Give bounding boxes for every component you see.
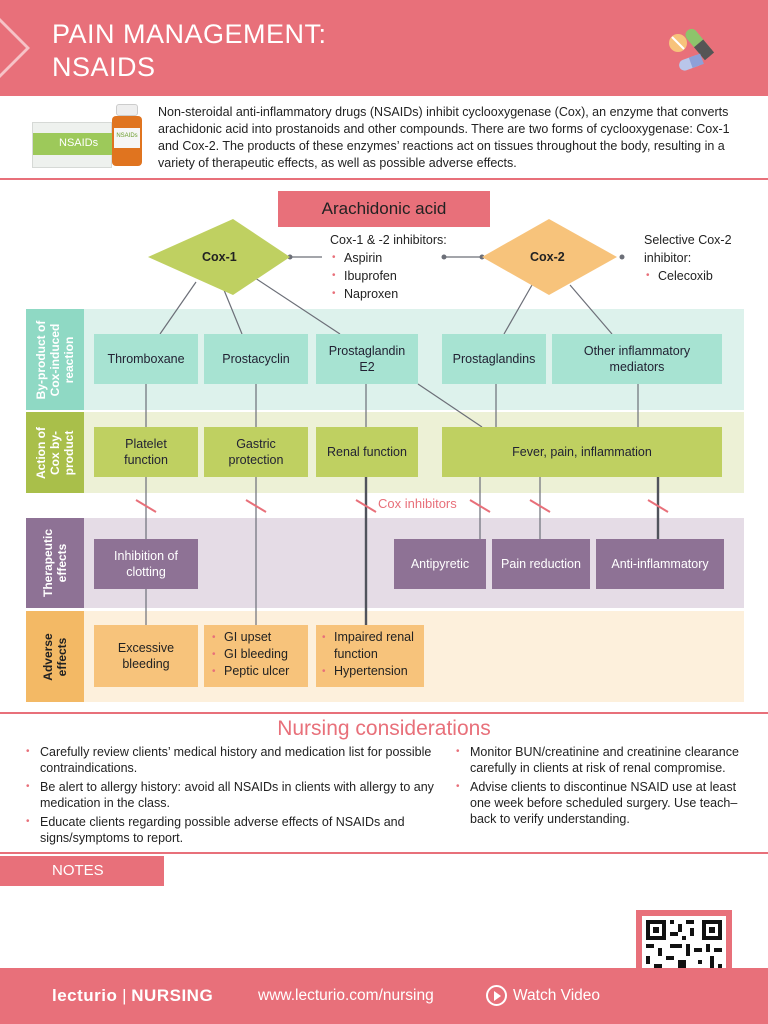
intro-section: NSAIDs NSAIDs Non-steroidal anti-inflamm… — [0, 96, 768, 180]
pills-icon — [669, 28, 715, 71]
nonselective-inhibitors-title: Cox-1 & -2 inhibitors: — [330, 233, 447, 247]
brand-section: NURSING — [131, 986, 214, 1005]
watch-video-button[interactable]: Watch Video — [486, 985, 600, 1006]
row-label-adverse-text: Adverse effects — [41, 632, 69, 681]
row-label-byproduct-text: By-product of Cox-induced reaction — [34, 320, 76, 399]
nursing-list-right: Monitor BUN/creatinine and creatinine cl… — [456, 744, 756, 830]
cox-inhibitors-label: Cox inhibitors — [376, 496, 459, 511]
box-label: NSAIDs — [59, 137, 99, 149]
page-footer: lecturio | NURSING www.lecturio.com/nurs… — [0, 968, 768, 1024]
nonselective-inhibitors: Cox-1 & -2 inhibitors: Aspirin Ibuprofen… — [330, 231, 447, 303]
row-label-adverse: Adverse effects — [26, 611, 84, 702]
pill-bottle-image: NSAIDs — [112, 104, 142, 166]
adverse-item: Peptic ulcer — [212, 663, 300, 680]
inhibitor-item: Aspirin — [330, 249, 447, 267]
adverse-item: Impaired renal function — [322, 629, 416, 663]
nsaids-box-image: NSAIDs — [32, 122, 113, 168]
node-renal-function: Renal function — [316, 427, 418, 477]
header-chevron-inner — [0, 22, 26, 74]
inhibitor-item: Ibuprofen — [330, 267, 447, 285]
node-fever-pain-inflammation: Fever, pain, inflammation — [442, 427, 722, 477]
node-pain-reduction: Pain reduction — [492, 539, 590, 589]
node-renal-effects: Impaired renal function Hypertension — [316, 625, 424, 687]
page-title: PAIN MANAGEMENT: NSAIDS — [52, 18, 327, 84]
selective-title-2: inhibitor: — [644, 251, 692, 265]
row-label-action: Action of Cox by-product — [26, 412, 84, 493]
cox2-label: Cox-2 — [530, 250, 565, 264]
footer-url-link[interactable]: www.lecturio.com/nursing — [258, 987, 434, 1004]
nursing-considerations-title: Nursing considerations — [277, 717, 491, 740]
node-platelet-function: Platelet function — [94, 427, 198, 477]
section-divider — [0, 712, 768, 714]
title-line-1: PAIN MANAGEMENT: — [52, 19, 327, 49]
cox1-label: Cox-1 — [202, 250, 237, 264]
node-anti-inflammatory: Anti-inflammatory — [596, 539, 724, 589]
node-prostaglandins: Prostaglandins — [442, 334, 546, 384]
adverse-item: GI upset — [212, 629, 300, 646]
adverse-item: GI bleeding — [212, 646, 300, 663]
watch-video-label: Watch Video — [513, 986, 601, 1004]
nursing-item: Educate clients regarding possible adver… — [26, 814, 436, 846]
node-excessive-bleeding: Excessive bleeding — [94, 625, 198, 687]
node-thromboxane: Thromboxane — [94, 334, 198, 384]
row-label-therapeutic-text: Therapeutic effects — [41, 529, 69, 598]
notes-label: NOTES — [0, 856, 164, 886]
page-header: PAIN MANAGEMENT: NSAIDS — [0, 0, 768, 96]
nursing-list-left: Carefully review clients’ medical histor… — [26, 744, 436, 849]
arachidonic-acid-box: Arachidonic acid — [278, 191, 490, 227]
title-line-2: NSAIDS — [52, 52, 156, 82]
brand-name: lecturio — [52, 986, 118, 1005]
brand-logo[interactable]: lecturio | NURSING — [52, 986, 213, 1006]
node-prostaglandin-e2: Prostaglandin E2 — [316, 334, 418, 384]
row-label-action-text: Action of Cox by-product — [34, 426, 76, 479]
bottle-label: NSAIDs — [114, 128, 140, 148]
node-other-mediators: Other inflammatory mediators — [552, 334, 722, 384]
brand-separator: | — [117, 986, 132, 1005]
selective-inhibitors: Selective Cox-2 inhibitor: Celecoxib — [644, 231, 732, 285]
inhibitor-item: Celecoxib — [644, 267, 732, 285]
selective-title-1: Selective Cox-2 — [644, 233, 732, 247]
node-antipyretic: Antipyretic — [394, 539, 486, 589]
node-gi-effects: GI upset GI bleeding Peptic ulcer — [204, 625, 308, 687]
play-icon — [486, 985, 507, 1006]
row-label-therapeutic: Therapeutic effects — [26, 518, 84, 608]
node-prostacyclin: Prostacyclin — [204, 334, 308, 384]
node-inhibition-of-clotting: Inhibition of clotting — [94, 539, 198, 589]
inhibitor-item: Naproxen — [330, 285, 447, 303]
nursing-item: Carefully review clients’ medical histor… — [26, 744, 436, 776]
nursing-item: Be alert to allergy history: avoid all N… — [26, 779, 436, 811]
row-label-byproduct: By-product of Cox-induced reaction — [26, 309, 84, 410]
adverse-item: Hypertension — [322, 663, 416, 680]
section-divider — [0, 852, 768, 854]
nursing-item: Advise clients to discontinue NSAID use … — [456, 779, 756, 827]
node-gastric-protection: Gastric protection — [204, 427, 308, 477]
intro-text: Non-steroidal anti-inflammatory drugs (N… — [158, 105, 730, 170]
nursing-item: Monitor BUN/creatinine and creatinine cl… — [456, 744, 756, 776]
